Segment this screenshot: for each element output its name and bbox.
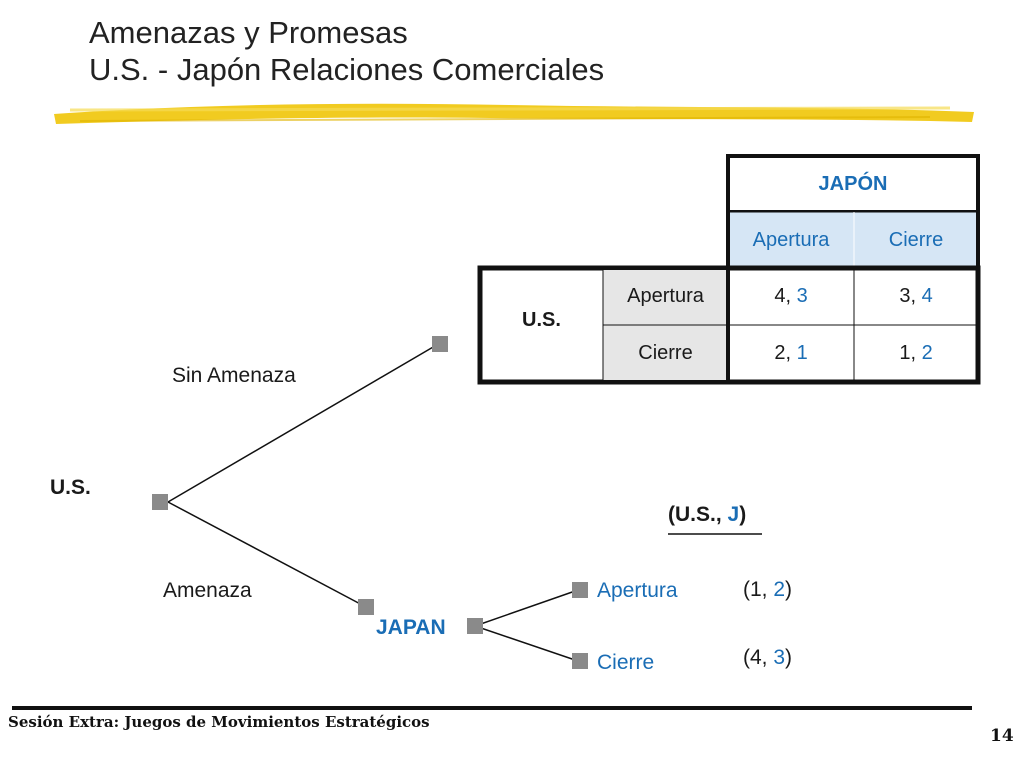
- payoff-sep: ,: [910, 285, 922, 307]
- payoff-header-j: J: [727, 503, 740, 526]
- payoff-header: (U.S., J): [668, 503, 746, 527]
- payoff-header-close: ): [739, 503, 747, 526]
- outcome-open: (4,: [743, 646, 774, 669]
- outcome-close: ): [785, 578, 793, 601]
- root-node: [152, 494, 168, 510]
- payoff-us: 3: [899, 285, 911, 307]
- footer-text: Sesión Extra: Juegos de Movimientos Estr…: [8, 713, 430, 731]
- title-line-1: Amenazas y Promesas: [89, 15, 408, 50]
- outcome-jp: 3: [773, 646, 786, 669]
- payoff-cell-cierre-cierre: 1, 2: [854, 325, 978, 382]
- col-strategy-apertura: Apertura: [752, 228, 830, 251]
- page-number: 14: [990, 726, 1014, 746]
- edge-sin-amenaza: [167, 342, 441, 503]
- node-japan-cierre: [572, 653, 588, 669]
- payoff-us: 1: [899, 342, 911, 364]
- node-japan-apertura: [572, 582, 588, 598]
- payoff-us: 2: [774, 342, 786, 364]
- outcome-close: ): [785, 646, 793, 669]
- outcome-jp: 2: [773, 578, 786, 601]
- node-japan: [467, 618, 483, 634]
- payoff-sep: ,: [785, 342, 797, 364]
- payoff-jp: 3: [796, 285, 808, 307]
- edge-japan-cierre: [474, 625, 579, 662]
- payoff-jp: 4: [921, 285, 933, 307]
- payoff-sep: ,: [910, 342, 922, 364]
- edge-amenaza: [167, 501, 367, 608]
- payoff-jp: 1: [796, 342, 808, 364]
- payoff-us: 4: [774, 285, 786, 307]
- payoff-cell-apertura-apertura: 4, 3: [728, 268, 854, 325]
- slide-title: Amenazas y Promesas U.S. - Japón Relacio…: [89, 14, 604, 88]
- payoff-jp: 2: [921, 342, 933, 364]
- outcome-apertura: (1, 2): [743, 578, 792, 602]
- branch-sin-amenaza-label: Sin Amenaza: [172, 364, 296, 387]
- footer-divider: [12, 706, 972, 710]
- japan-branch-apertura-label: Apertura: [597, 579, 678, 602]
- japan-branch-cierre-label: Cierre: [597, 651, 655, 674]
- outcome-cierre: (4, 3): [743, 646, 792, 670]
- row-player-label: U.S.: [522, 308, 561, 331]
- row-strategy-cierre: Cierre: [638, 342, 693, 364]
- highlighter-stroke: [54, 103, 974, 124]
- payoff-cell-apertura-cierre: 3, 4: [854, 268, 978, 325]
- col-strategy-cierre: Cierre: [888, 228, 944, 251]
- branch-amenaza-label: Amenaza: [163, 579, 252, 602]
- payoff-cell-cierre-apertura: 2, 1: [728, 325, 854, 382]
- payoff-header-open: (U.S.,: [668, 503, 728, 526]
- payoff-sep: ,: [785, 285, 797, 307]
- title-line-2: U.S. - Japón Relaciones Comerciales: [89, 52, 605, 87]
- node-amenaza: [358, 599, 374, 615]
- col-player-label: JAPÓN: [818, 172, 888, 195]
- root-player-label: U.S.: [50, 476, 91, 499]
- outcome-open: (1,: [743, 578, 774, 601]
- node-sin-amenaza: [432, 336, 448, 352]
- japan-player-label: JAPAN: [376, 616, 446, 639]
- row-strategy-apertura: Apertura: [627, 285, 704, 307]
- edge-japan-apertura: [474, 589, 579, 627]
